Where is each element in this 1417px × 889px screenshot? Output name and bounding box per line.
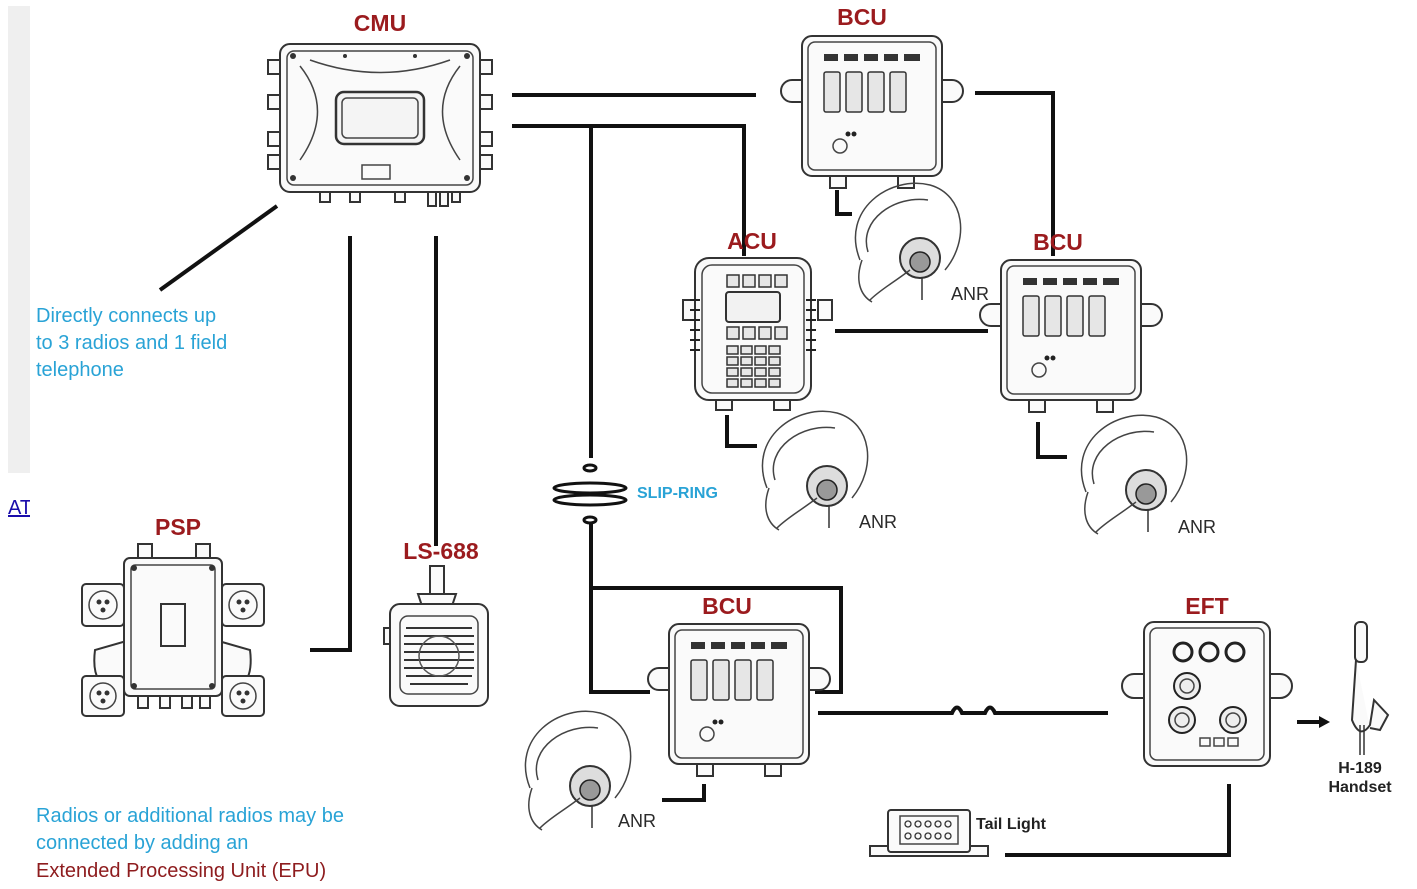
epu-note-line3: Extended Processing Unit (EPU) [36, 860, 326, 882]
wire-slipring-bcu-bottom [589, 523, 843, 694]
direct-connect-note-line3: telephone [36, 359, 124, 381]
bcu-top-device-icon [780, 35, 964, 189]
bcu-right-title: BCU [1033, 229, 1083, 255]
wire-eft-taillight [1005, 784, 1231, 857]
anr-label: ANR [618, 811, 656, 831]
handset-label-line2: Handset [1328, 779, 1392, 796]
ls688-title: LS-688 [403, 538, 479, 564]
wire-bcu-bottom-eft [818, 705, 1108, 715]
anr-label: ANR [951, 284, 989, 304]
psp-device-icon [81, 543, 265, 717]
left-sidebar-bar [8, 6, 30, 473]
headset-icon [854, 182, 962, 303]
eft-device-icon [1121, 621, 1293, 767]
bcu-right-device-icon [979, 259, 1163, 413]
cmu-title: CMU [354, 10, 406, 36]
headset-icon [524, 710, 632, 831]
wire-cmu-psp [310, 236, 352, 652]
direct-connect-note-line2: to 3 radios and 1 field [36, 332, 227, 354]
slip-ring-icon [552, 463, 628, 525]
wire-headset-bcu-right [1036, 422, 1067, 459]
handset-label-line1: H-189 [1338, 760, 1382, 777]
wire-cmu-callout [158, 204, 279, 292]
wire-headset-acu [725, 415, 757, 448]
bcu-bottom-device-icon [647, 623, 831, 777]
radios-note-line2: connected by adding an [36, 832, 248, 854]
direct-connect-note-line1: Directly connects up [36, 305, 216, 327]
slip-ring-label: SLIP-RING [637, 485, 718, 502]
headset-icon [761, 410, 869, 531]
tail-light-label: Tail Light [976, 816, 1047, 833]
anr-label: ANR [1178, 517, 1216, 537]
ls688-speaker-icon [383, 565, 489, 707]
psp-title: PSP [155, 514, 201, 540]
wire-cmu-acu [512, 124, 746, 256]
bcu-bottom-title: BCU [702, 593, 752, 619]
radios-note-line1: Radios or additional radios may be [36, 805, 344, 827]
bcu-top-title: BCU [837, 4, 887, 30]
cmu-device-icon [267, 43, 493, 207]
wire-headset-bcu-top [835, 190, 852, 216]
arrow-eft-handset [1297, 716, 1330, 728]
wire-headset-bcu-bottom [662, 784, 706, 802]
acu-title: ACU [727, 228, 777, 254]
acu-device-icon [682, 257, 833, 411]
headset-icon [1080, 414, 1188, 535]
at-link[interactable]: AT [8, 497, 30, 519]
anr-label: ANR [859, 512, 897, 532]
wire-bcu-top-bcu-right [975, 91, 1055, 256]
tail-light-icon [869, 809, 989, 857]
eft-title: EFT [1185, 593, 1228, 619]
h189-handset-icon [1350, 621, 1390, 755]
